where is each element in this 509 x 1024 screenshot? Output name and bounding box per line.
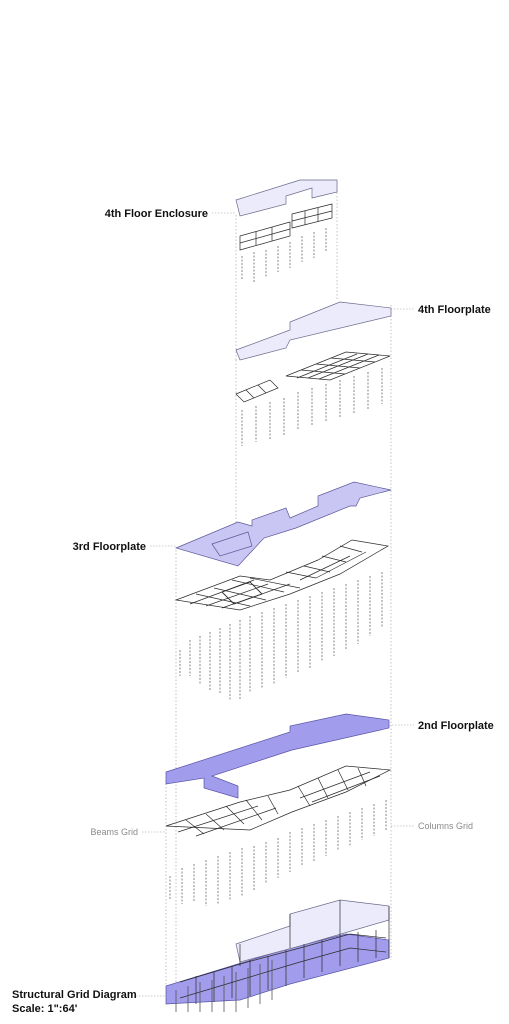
floor4-plate: [235, 301, 392, 361]
floor3-level: [174, 481, 392, 700]
label-columns-grid: Columns Grid: [418, 821, 473, 831]
diagram-scale: Scale: 1":64': [12, 1003, 78, 1015]
floor4-level: [235, 301, 392, 446]
enclosure-roof-plate: [235, 179, 338, 217]
label-leaders: [136, 212, 414, 997]
label-4th-floor-enclosure: 4th Floor Enclosure: [105, 208, 208, 220]
enclosure-beams-grid: [239, 203, 333, 251]
label-3rd-floorplate: 3rd Floorplate: [73, 541, 146, 553]
floor3-beams-grid: [174, 539, 390, 611]
label-2nd-floorplate: 2nd Floorplate: [418, 720, 494, 732]
floor2-plate: [165, 713, 390, 799]
floor3-columns: [179, 572, 383, 700]
enclosure-level: [235, 179, 338, 282]
diagram-title: Structural Grid Diagram: [12, 989, 137, 1001]
assembled-structure: [165, 899, 390, 1012]
floor2-level: [165, 713, 392, 906]
floor3-plate: [174, 481, 392, 567]
enclosure-columns: [241, 228, 327, 282]
floor2-columns: [169, 800, 387, 906]
assembled-columns: [175, 960, 273, 1012]
floor2-beams-grid: [165, 765, 392, 837]
floor4-columns: [241, 368, 383, 446]
label-4th-floorplate: 4th Floorplate: [418, 304, 491, 316]
label-beams-grid: Beams Grid: [90, 827, 138, 837]
floor4-beams-grid: [235, 351, 391, 403]
assembled-frame: [179, 900, 390, 1004]
